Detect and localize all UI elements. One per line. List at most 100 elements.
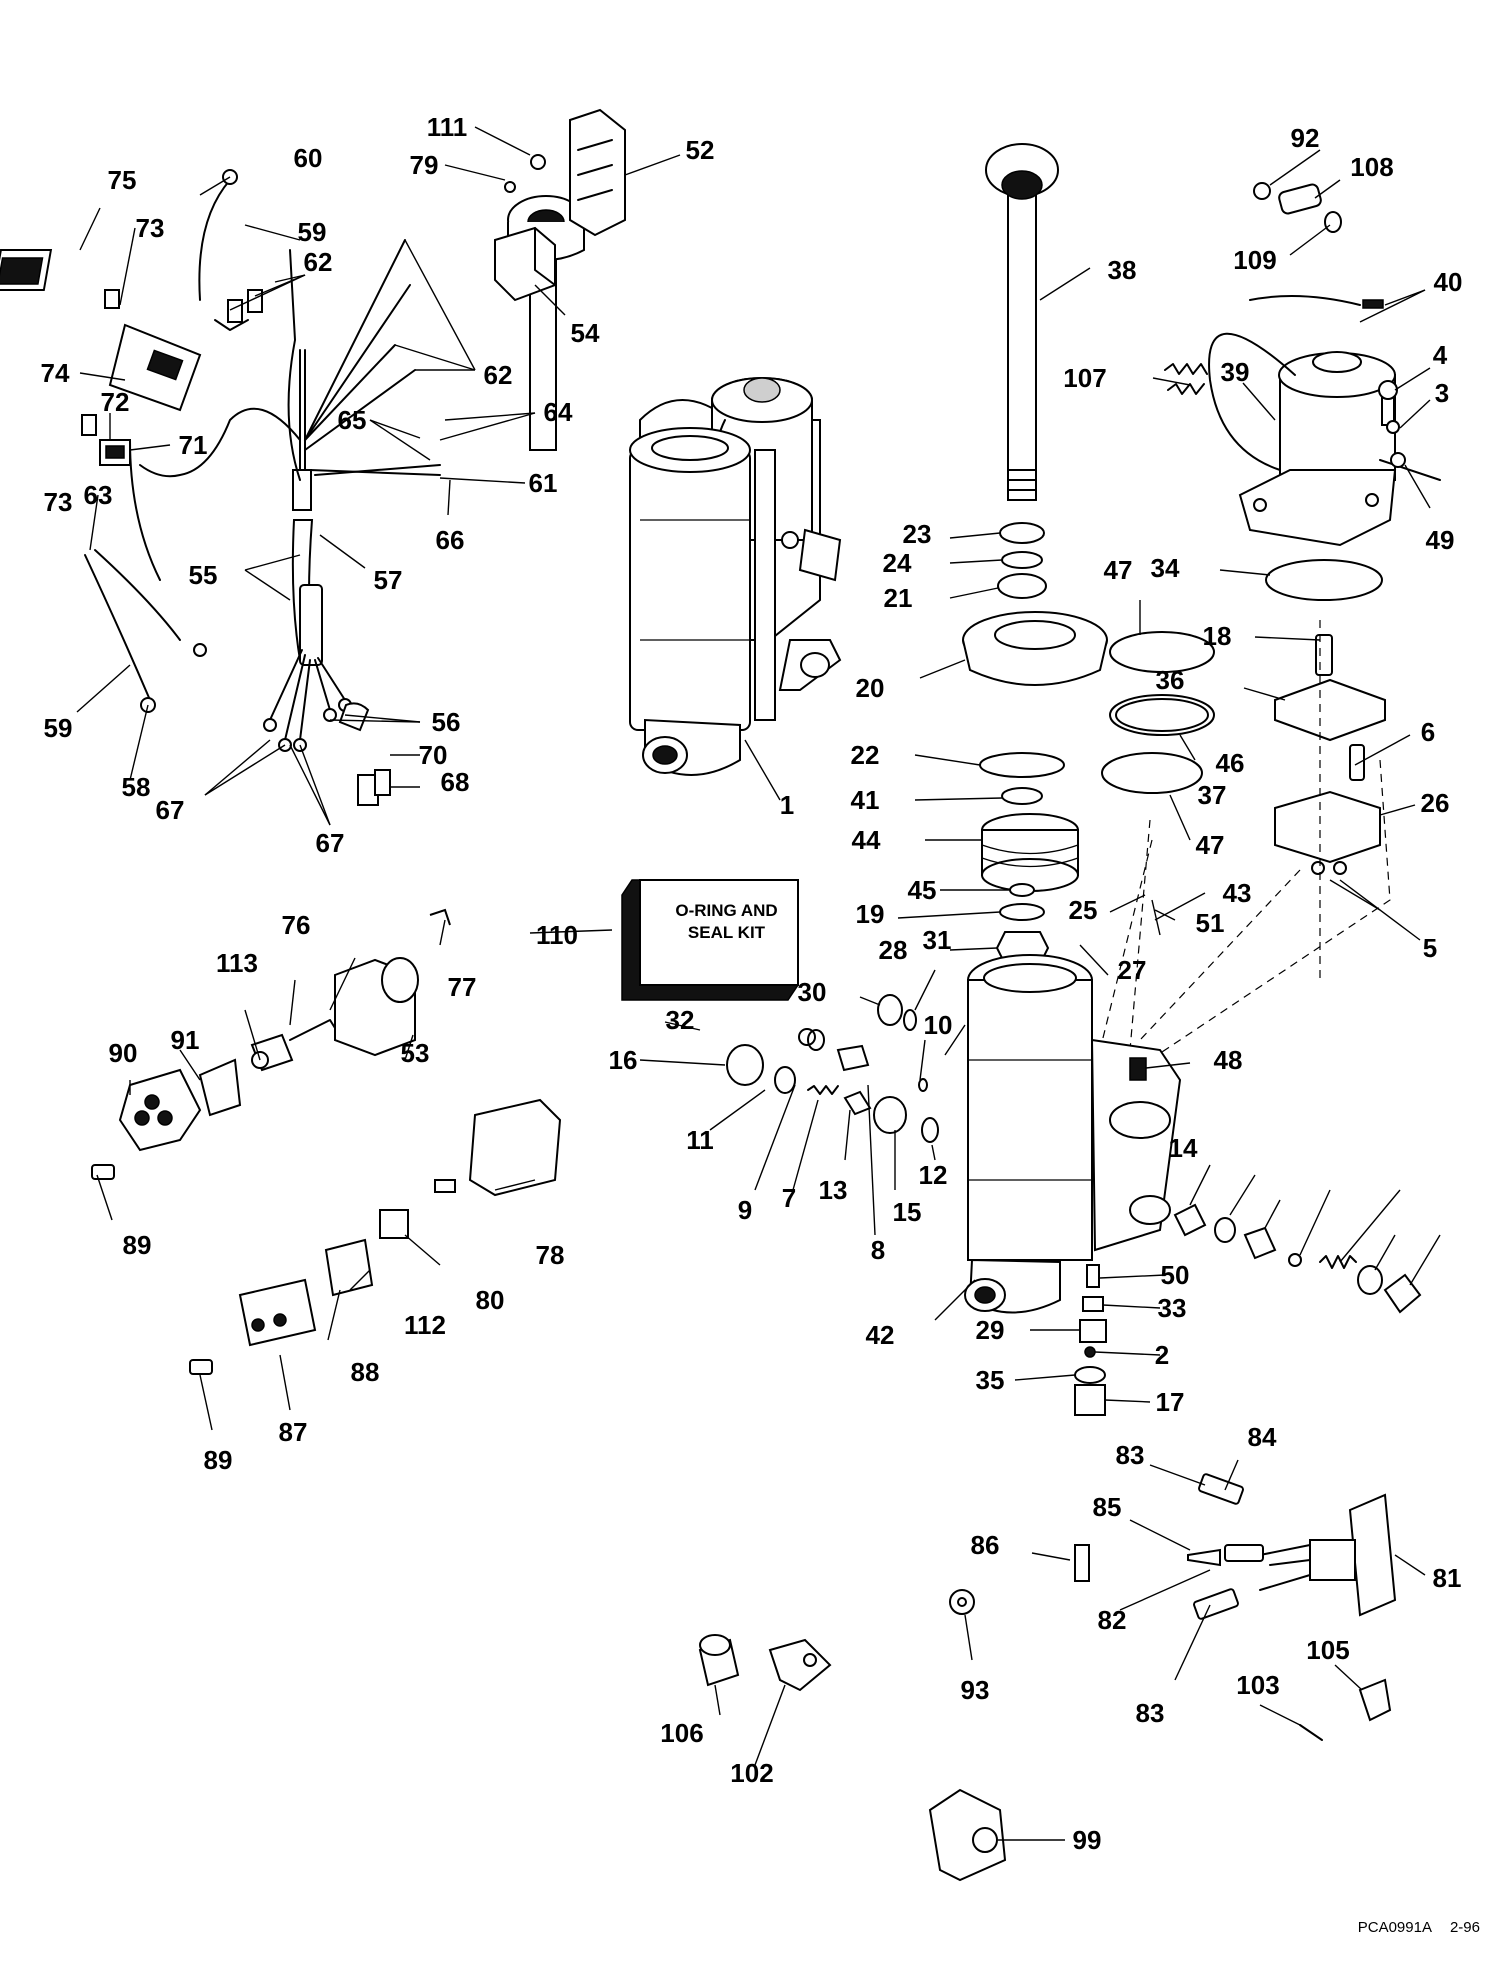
callout-33: 33 (1157, 1293, 1187, 1323)
callout-1: 1 (779, 790, 795, 820)
callout-18: 18 (1202, 621, 1232, 651)
callout-8: 8 (870, 1235, 886, 1265)
callout-65: 65 (337, 405, 367, 435)
callout-39: 39 (1220, 357, 1250, 387)
dashed-alignment-lines (1099, 620, 1391, 1061)
main-cylinder-housing (964, 954, 1182, 1314)
callout-34: 34 (1150, 553, 1180, 583)
callout-31: 31 (922, 925, 952, 955)
electrical-connectors (91, 908, 562, 1375)
callout-26: 26 (1420, 788, 1450, 818)
callout-40: 40 (1433, 267, 1463, 297)
callout-29: 29 (975, 1315, 1005, 1345)
callout-75: 75 (107, 165, 137, 195)
callout-89-bottom: 89 (203, 1445, 233, 1475)
callout-86: 86 (970, 1530, 1000, 1560)
relay-and-bracket (494, 108, 626, 302)
callout-16: 16 (608, 1045, 638, 1075)
callout-46: 46 (1215, 748, 1245, 778)
callout-83-bottom: 83 (1135, 1698, 1165, 1728)
callout-84: 84 (1247, 1422, 1277, 1452)
callout-30: 30 (797, 977, 827, 1007)
callout-53: 53 (400, 1038, 430, 1068)
callout-41: 41 (850, 785, 880, 815)
callout-28: 28 (878, 935, 908, 965)
callout-23: 23 (902, 519, 932, 549)
callout-47-bottom: 47 (1195, 830, 1225, 860)
lower-brackets (698, 1634, 1007, 1882)
callout-83-top: 83 (1115, 1440, 1145, 1470)
callout-52: 52 (685, 135, 715, 165)
callout-56: 56 (431, 707, 461, 737)
callout-10: 10 (923, 1010, 953, 1040)
callout-21: 21 (883, 583, 913, 613)
callout-77: 77 (447, 972, 477, 1002)
o-rings (1101, 559, 1383, 794)
callout-43: 43 (1222, 878, 1252, 908)
valve-bodies (1274, 634, 1386, 875)
callout-38: 38 (1107, 255, 1137, 285)
rod-38 (1007, 189, 1037, 501)
callout-109: 109 (1233, 245, 1277, 275)
callout-60: 60 (293, 143, 323, 173)
callout-22: 22 (850, 740, 880, 770)
callout-67-right: 67 (315, 828, 345, 858)
trim-sender-assembly (949, 1473, 1397, 1741)
callout-62-right: 62 (483, 360, 513, 390)
callout-71: 71 (178, 430, 208, 460)
callout-7: 7 (781, 1183, 797, 1213)
callout-72: 72 (100, 387, 130, 417)
callout-76: 76 (281, 910, 311, 940)
callout-54: 54 (570, 318, 600, 348)
callout-91: 91 (170, 1025, 200, 1055)
part-23-seal (999, 522, 1045, 544)
plugs-and-screws (1164, 182, 1400, 434)
callout-106: 106 (660, 1718, 704, 1748)
callout-108: 108 (1350, 152, 1394, 182)
callout-59-bottom: 59 (43, 713, 73, 743)
callout-82: 82 (1097, 1605, 1127, 1635)
callout-49: 49 (1425, 525, 1455, 555)
trim-tilt-cylinder-assembly (507, 195, 842, 776)
callout-11: 11 (686, 1125, 714, 1155)
callout-35: 35 (975, 1365, 1005, 1395)
callout-42: 42 (865, 1320, 895, 1350)
callout-44: 44 (851, 825, 881, 855)
callout-25: 25 (1068, 895, 1098, 925)
callout-32: 32 (665, 1005, 695, 1035)
callout-45: 45 (907, 875, 937, 905)
callout-63: 63 (83, 480, 113, 510)
callout-103: 103 (1236, 1670, 1280, 1700)
callout-12: 12 (918, 1160, 948, 1190)
callout-19: 19 (855, 899, 885, 929)
seal-kit-line-2: SEAL KIT (687, 923, 766, 942)
callout-15: 15 (892, 1197, 922, 1227)
callout-112: 112 (404, 1310, 446, 1340)
callout-36: 36 (1155, 665, 1185, 695)
callout-81: 81 (1432, 1563, 1462, 1593)
callout-87: 87 (278, 1417, 308, 1447)
callout-113: 113 (216, 948, 258, 978)
callout-66: 66 (435, 525, 465, 555)
callout-14: 14 (1168, 1133, 1198, 1163)
callout-68: 68 (440, 767, 470, 797)
callout-73-bottom: 73 (43, 487, 73, 517)
callout-59-top: 59 (297, 217, 327, 247)
callout-88: 88 (350, 1357, 380, 1387)
callout-20: 20 (855, 673, 885, 703)
callout-102: 102 (730, 1758, 774, 1788)
callout-107: 107 (1063, 363, 1107, 393)
callout-70: 70 (418, 740, 448, 770)
callout-27: 27 (1117, 955, 1147, 985)
callout-3: 3 (1434, 378, 1450, 408)
callout-6: 6 (1420, 717, 1436, 747)
callout-58: 58 (121, 772, 151, 802)
callout-92: 92 (1290, 123, 1320, 153)
seal-kit-line-1: O-RING AND (675, 901, 778, 920)
callout-89-top: 89 (122, 1230, 152, 1260)
callout-74: 74 (40, 358, 70, 388)
callout-13: 13 (818, 1175, 848, 1205)
